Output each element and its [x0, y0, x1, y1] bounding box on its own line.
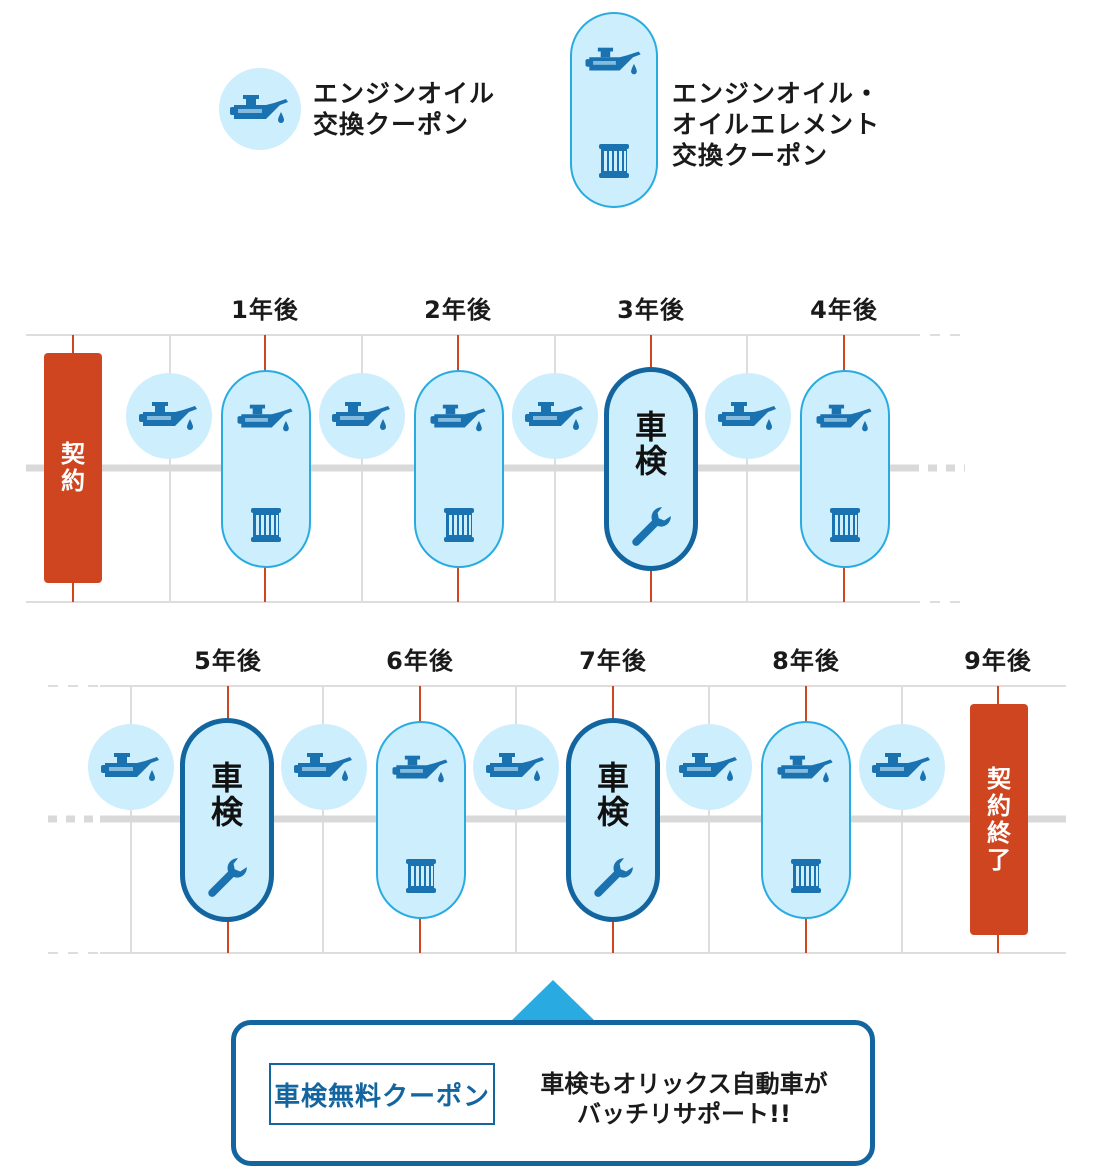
oil-can-icon [294, 747, 354, 787]
oil-can-icon [237, 399, 295, 437]
shaken-free-coupon-badge: 車検無料クーポン [269, 1063, 495, 1125]
oil-can-icon [430, 399, 488, 437]
oil-coupon-circle [666, 724, 752, 810]
year-label-3: 3年後 [617, 296, 685, 324]
callout-pointer [510, 980, 596, 1022]
year-label-6: 6年後 [386, 647, 454, 675]
legend-element-pill [570, 12, 658, 208]
oil-can-icon [332, 396, 392, 436]
oil-filter-icon [596, 140, 632, 180]
oil-coupon-circle [473, 724, 559, 810]
oil-filter-icon [248, 504, 284, 544]
shaken-label: 車 検 [609, 410, 693, 478]
shaken-label: 車 検 [185, 761, 269, 829]
oil-filter-icon [441, 504, 477, 544]
year-label-4: 4年後 [810, 296, 878, 324]
wrench-icon [629, 504, 673, 548]
legend-element-label-line: エンジンオイル・ [672, 79, 881, 108]
shaken-label-char: 検 [634, 442, 667, 480]
shaken-coupon-pill: 車 検 [180, 718, 274, 922]
oil-element-coupon-pill [414, 370, 504, 568]
oil-can-icon [718, 396, 778, 436]
oil-coupon-circle [705, 373, 791, 459]
legend-element-label-line: オイルエレメント [672, 110, 881, 139]
shaken-label-char: 車 [210, 759, 243, 797]
wrench-icon [591, 855, 635, 899]
oil-coupon-circle [319, 373, 405, 459]
contract-end-bar: 契約終了 [970, 704, 1028, 935]
callout-message-line: 車検もオリックス自動車が [540, 1070, 828, 1098]
wrench-icon [205, 855, 249, 899]
legend-oil-circle [219, 68, 301, 150]
contract-start-label: 契約 [61, 440, 85, 495]
year-label-7: 7年後 [579, 647, 647, 675]
legend-element-label: エンジンオイル・ オイルエレメント 交換クーポン [672, 78, 880, 171]
oil-element-coupon-pill [376, 721, 466, 919]
callout-message-line: バッチリサポート!! [577, 1100, 791, 1128]
oil-can-icon [525, 396, 585, 436]
contract-end-label: 契約終了 [987, 764, 1011, 874]
shaken-label: 車 検 [571, 761, 655, 829]
oil-can-icon [816, 399, 874, 437]
oil-filter-icon [788, 855, 824, 895]
year-label-2: 2年後 [424, 296, 492, 324]
legend-element-label-line: 交換クーポン [672, 141, 829, 170]
legend-oil-label: エンジンオイル 交換クーポン [313, 78, 495, 140]
oil-coupon-circle [126, 373, 212, 459]
shaken-label-char: 車 [596, 759, 629, 797]
oil-can-icon [777, 750, 835, 788]
shaken-coupon-pill: 車 検 [604, 367, 698, 571]
year-label-1: 1年後 [231, 296, 299, 324]
oil-can-icon [101, 747, 161, 787]
timeline-row-2-grid [48, 685, 1066, 954]
oil-can-icon [230, 89, 290, 129]
oil-can-icon [139, 396, 199, 436]
oil-coupon-circle [859, 724, 945, 810]
year-label-8: 8年後 [772, 647, 840, 675]
oil-can-icon [392, 750, 450, 788]
shaken-coupon-pill: 車 検 [566, 718, 660, 922]
shaken-label-char: 検 [596, 793, 629, 831]
legend-oil-label-line: エンジンオイル [313, 79, 496, 108]
shaken-label-char: 車 [634, 408, 667, 446]
contract-start-bar: 契約 [44, 353, 102, 583]
callout-message: 車検もオリックス自動車が バッチリサポート!! [519, 1069, 849, 1129]
oil-can-icon [679, 747, 739, 787]
legend-oil-label-line: 交換クーポン [313, 110, 470, 139]
year-label-5: 5年後 [194, 647, 262, 675]
oil-element-coupon-pill [761, 721, 851, 919]
shaken-label-char: 検 [210, 793, 243, 831]
oil-can-icon [486, 747, 546, 787]
oil-element-coupon-pill [800, 370, 890, 568]
oil-filter-icon [403, 855, 439, 895]
oil-coupon-circle [281, 724, 367, 810]
oil-can-icon [585, 42, 643, 80]
year-label-9: 9年後 [964, 647, 1032, 675]
oil-can-icon [872, 747, 932, 787]
oil-filter-icon [827, 504, 863, 544]
oil-element-coupon-pill [221, 370, 311, 568]
shaken-coupon-callout: 車検無料クーポン 車検もオリックス自動車が バッチリサポート!! [231, 1020, 875, 1166]
oil-coupon-circle [512, 373, 598, 459]
oil-coupon-circle [88, 724, 174, 810]
